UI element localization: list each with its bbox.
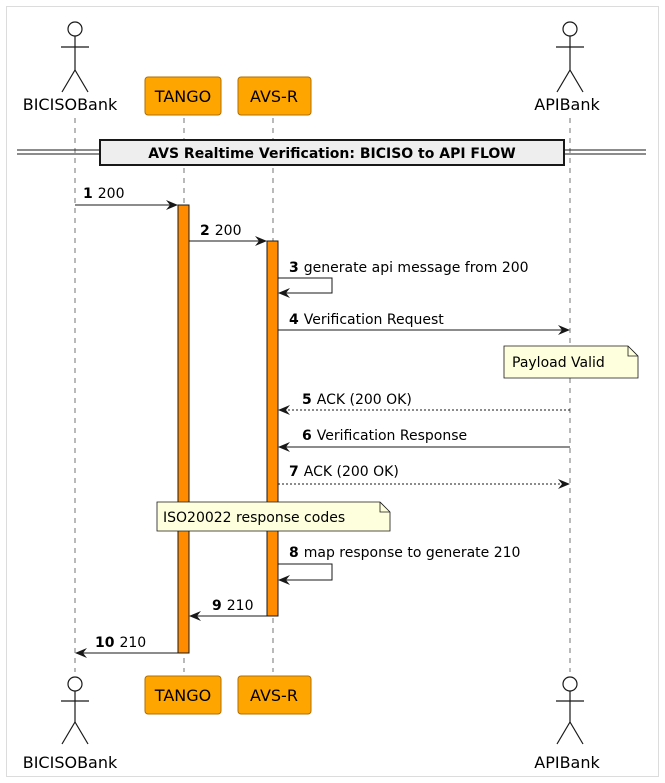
message-text: Verification Response [317,428,467,444]
message-text: generate api message from 200 [304,260,529,276]
participant-tango-top: TANGO [144,76,222,116]
message-number: 3 [289,260,299,276]
message-6: 6 Verification Response [278,428,570,452]
message-2: 2 200 [189,223,267,246]
actor-apibank-top: APIBank [534,21,600,114]
message-label: 1 200 [83,186,124,202]
message-text: ACK (200 OK) [304,464,399,480]
actor-figure-icon [556,21,584,93]
diagram-frame [6,6,659,777]
message-number: 8 [289,545,299,561]
message-number: 9 [212,598,222,614]
message-number: 7 [289,464,299,480]
message-label: 8 map response to generate 210 [289,545,520,561]
message-label: 9 210 [212,598,253,614]
message-number: 5 [302,392,312,408]
message-label: 3 generate api message from 200 [289,260,529,276]
participant-tango-bottom: TANGO [144,675,222,715]
participant-avsr-top: AVS-R [237,76,312,116]
note-text: ISO20022 response codes [163,510,345,526]
message-7: 7 ACK (200 OK) [278,464,570,489]
message-3: 3 generate api message from 200 [278,260,529,298]
message-5: 5 ACK (200 OK) [278,392,570,415]
message-text: Verification Request [304,312,444,328]
message-1: 1 200 [75,186,178,210]
actor-label: APIBank [534,95,600,114]
message-number: 2 [200,223,210,239]
section-divider: AVS Realtime Verification: BICISO to API… [17,139,646,166]
message-label: 2 200 [200,223,241,239]
message-number: 6 [302,428,312,444]
actor-biciso-top: BICISOBank [23,21,118,114]
actor-label: BICISOBank [23,95,118,114]
actor-label: BICISOBank [23,753,118,772]
actor-figure-icon [556,676,584,745]
participant-label: TANGO [154,87,211,106]
message-number: 4 [289,312,299,328]
message-label: 4 Verification Request [289,312,444,328]
activation-bar-tango [177,204,190,654]
message-text: 200 [98,186,125,202]
message-text: map response to generate 210 [304,545,521,561]
message-9: 9 210 [189,598,267,621]
message-label: 5 ACK (200 OK) [302,392,412,408]
activation-bar-avsr [266,240,279,617]
message-text: 210 [227,598,254,614]
message-text: 210 [119,635,146,651]
participant-label: TANGO [154,686,211,705]
actor-apibank-bottom: APIBank [534,676,600,772]
message-text: ACK (200 OK) [317,392,412,408]
message-text: 200 [215,223,242,239]
participant-label: AVS-R [250,686,298,705]
message-4: 4 Verification Request [278,312,570,335]
message-label: 7 ACK (200 OK) [289,464,399,480]
message-8: 8 map response to generate 210 [278,545,520,585]
participant-label: AVS-R [250,87,298,106]
message-label: 6 Verification Response [302,428,467,444]
note-payload-valid: Payload Valid [503,345,639,379]
actor-biciso-bottom: BICISOBank [23,676,118,772]
actor-figure-icon [61,676,89,745]
message-number: 1 [83,186,93,202]
divider-label: AVS Realtime Verification: BICISO to API… [148,146,516,162]
actor-figure-icon [61,21,89,93]
message-number: 10 [95,635,115,651]
note-text: Payload Valid [512,355,605,371]
actor-label: APIBank [534,753,600,772]
participant-avsr-bottom: AVS-R [237,675,312,715]
note-iso20022: ISO20022 response codes [156,501,391,532]
